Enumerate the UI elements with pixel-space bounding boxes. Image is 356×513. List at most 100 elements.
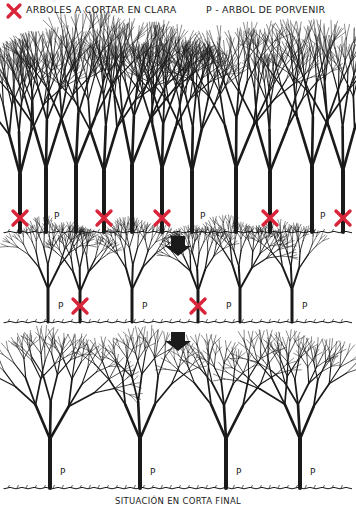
tree-branch [319, 20, 321, 35]
tree-branch [104, 239, 111, 245]
tree-branch [216, 60, 228, 74]
tree-branch [132, 119, 151, 165]
tree-branch [335, 48, 338, 60]
tree-branch [250, 55, 255, 66]
tree-branch [235, 118, 238, 168]
tree [163, 21, 324, 232]
tree-branch [124, 252, 126, 269]
tree-branch [43, 44, 46, 61]
tree-branch [239, 62, 245, 84]
tree-branch [46, 29, 51, 42]
tree-group [0, 9, 356, 489]
tree-branch [59, 250, 64, 260]
tree-branch [12, 240, 18, 248]
tree-branch [314, 19, 315, 36]
tree-branch [172, 57, 180, 65]
tree [205, 28, 344, 232]
tree-branch [182, 131, 192, 171]
tree-branch [29, 31, 31, 45]
tree-branch [268, 57, 278, 66]
tree-branch [353, 97, 354, 129]
tree-branch [246, 38, 252, 50]
tree-branch [221, 57, 228, 75]
tree-branch [234, 71, 242, 96]
tree-branch [44, 168, 48, 232]
tree-branch [17, 239, 23, 244]
tree-branch [296, 39, 299, 52]
tree-branch [120, 87, 123, 120]
tree-branch [207, 33, 208, 45]
tree-branch [140, 226, 144, 231]
tree-branch [32, 242, 36, 253]
tree-branch [50, 224, 52, 230]
tree-branch [236, 82, 247, 118]
tree-branch [62, 229, 65, 234]
tree-branch [160, 169, 164, 232]
tree-branch [80, 254, 83, 269]
tree-branch [230, 38, 231, 52]
tree-branch [64, 235, 65, 241]
tree-branch [104, 128, 117, 171]
tree-branch [62, 26, 66, 47]
tree-branch [106, 94, 111, 126]
tree-branch [146, 70, 154, 85]
tree-branch [292, 22, 296, 37]
tree-branch [151, 22, 153, 37]
tree-branch [315, 34, 317, 48]
tree-branch [134, 48, 139, 58]
tree-branch [228, 31, 232, 44]
tree-branch [317, 37, 323, 51]
tree-branch [243, 32, 244, 45]
tree-branch [207, 75, 209, 97]
tree-branch [270, 129, 287, 172]
tree-branch [320, 37, 323, 50]
tree-branch [123, 119, 132, 165]
tree-branch [36, 253, 39, 268]
tree-branch [133, 48, 140, 58]
tree-branch [13, 54, 16, 65]
tree-branch [41, 35, 47, 47]
tree-branch [38, 217, 40, 225]
tree-branch [265, 66, 268, 81]
tree-branch [335, 63, 344, 76]
tree-branch [166, 41, 171, 60]
tree-branch [349, 44, 353, 57]
tree-branch [35, 45, 38, 64]
tree-branch [100, 14, 106, 28]
tree-branch [258, 82, 267, 102]
tree-branch [134, 222, 137, 228]
tree-branch [0, 66, 2, 82]
tree-branch [107, 237, 111, 245]
tree-branch [174, 50, 186, 59]
tree-branch [288, 42, 293, 54]
tree-branch [228, 75, 242, 97]
tree-branch [227, 53, 235, 69]
tree-branch [187, 59, 198, 75]
tree-branch [83, 14, 87, 28]
tree-branch [74, 28, 76, 48]
tree-branch [70, 64, 79, 79]
tree-branch [343, 96, 348, 127]
tree-branch [125, 54, 129, 65]
tree-branch [298, 39, 300, 52]
tree-branch [161, 26, 170, 38]
tree-branch [48, 267, 59, 289]
tree-branch [88, 236, 92, 244]
tree-branch [0, 46, 7, 56]
tree-branch [45, 73, 59, 84]
tree-branch [128, 23, 131, 36]
tree-branch [268, 81, 271, 101]
tree-branch [49, 220, 50, 227]
tree-branch [341, 171, 345, 232]
tree-branch [199, 44, 203, 56]
tree-branch [47, 56, 50, 69]
tree-branch [76, 252, 79, 269]
tree-branch [52, 230, 53, 239]
tree-branch [49, 18, 54, 31]
tree-branch [91, 47, 101, 63]
tree-branch [326, 37, 330, 50]
tree-branch [324, 24, 325, 38]
tree-branch [168, 55, 172, 74]
tree-branch [155, 48, 162, 59]
tree-branch [138, 27, 143, 38]
